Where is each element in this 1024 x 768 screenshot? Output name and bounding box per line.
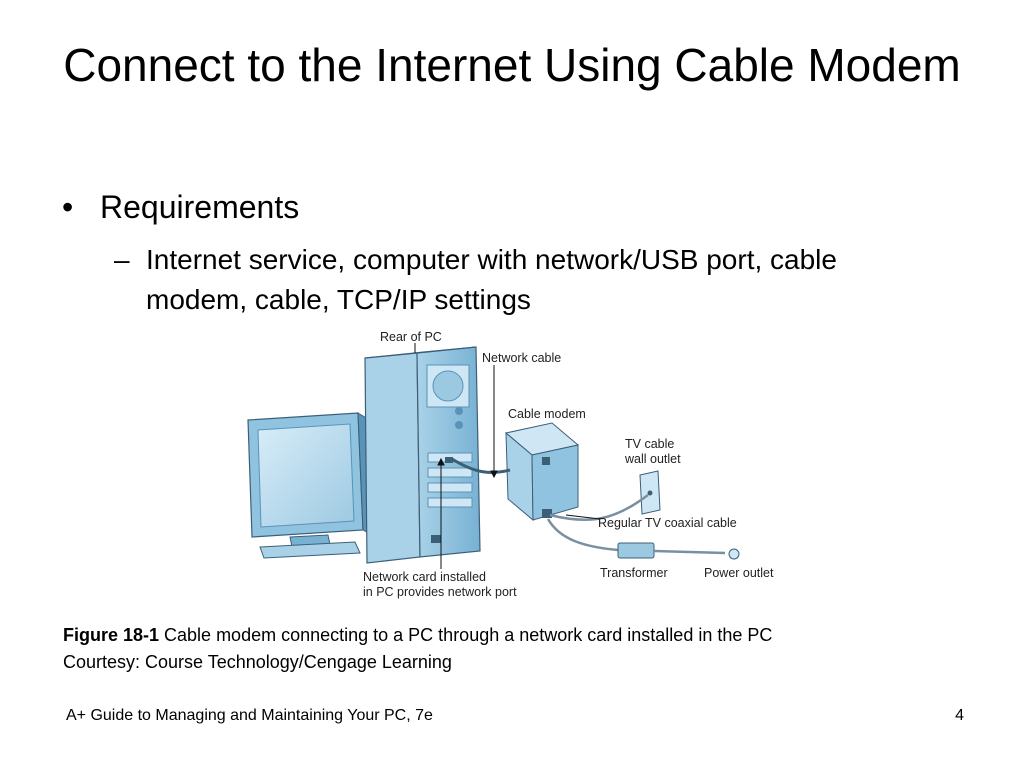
- sub-bullet-requirements-list: – Internet service, computer with networ…: [114, 240, 934, 320]
- caption-figure-number: Figure 18-1: [63, 625, 160, 645]
- bullet-marker: •: [62, 189, 74, 225]
- label-network-card-line2: in PC provides network port: [363, 585, 517, 599]
- caption-text: Cable modem connecting to a PC through a…: [159, 625, 773, 645]
- power-line-to-outlet: [653, 549, 726, 555]
- slide-title: Connect to the Internet Using Cable Mode…: [63, 39, 961, 91]
- label-network-card-line1: Network card installed: [363, 570, 486, 584]
- caption-line: Figure 18-1 Cable modem connecting to a …: [63, 622, 983, 649]
- label-cable-modem: Cable modem: [508, 407, 586, 421]
- power-plug-icon: [728, 548, 740, 560]
- transformer-illustration: [617, 542, 655, 559]
- label-network-cable: Network cable: [482, 351, 561, 365]
- coaxial-cable-line: [549, 494, 649, 521]
- label-tv-cable: TV cable: [625, 437, 674, 451]
- callout-arrows: [414, 343, 601, 569]
- figure-caption: Figure 18-1 Cable modem connecting to a …: [63, 622, 983, 676]
- monitor-illustration: [247, 412, 373, 559]
- bullet-text: Requirements: [100, 189, 300, 225]
- label-wall-outlet: wall outlet: [624, 452, 681, 466]
- power-cable-line: [546, 518, 619, 552]
- label-coaxial-cable: Regular TV coaxial cable: [598, 516, 737, 530]
- network-cable-line: [451, 457, 511, 474]
- figure-cable-modem-diagram: Rear of PC Network cable Cable modem TV …: [230, 325, 800, 610]
- footer-page-number: 4: [955, 707, 964, 724]
- label-rear-of-pc: Rear of PC: [380, 330, 442, 344]
- sub-bullet-text: Internet service, computer with network/…: [146, 244, 837, 315]
- caption-credit: Courtesy: Course Technology/Cengage Lear…: [63, 652, 452, 672]
- label-power-outlet: Power outlet: [704, 566, 774, 580]
- footer-book-title: A+ Guide to Managing and Maintaining You…: [66, 707, 433, 724]
- wall-outlet-illustration: [639, 470, 661, 515]
- pc-tower-illustration: [364, 346, 481, 564]
- bullet-requirements: • Requirements: [62, 187, 299, 227]
- cable-modem-illustration-box: [504, 422, 580, 522]
- sub-bullet-marker: –: [114, 244, 130, 275]
- label-transformer: Transformer: [600, 566, 668, 580]
- cable-modem-illustration: Rear of PC Network cable Cable modem TV …: [247, 330, 774, 599]
